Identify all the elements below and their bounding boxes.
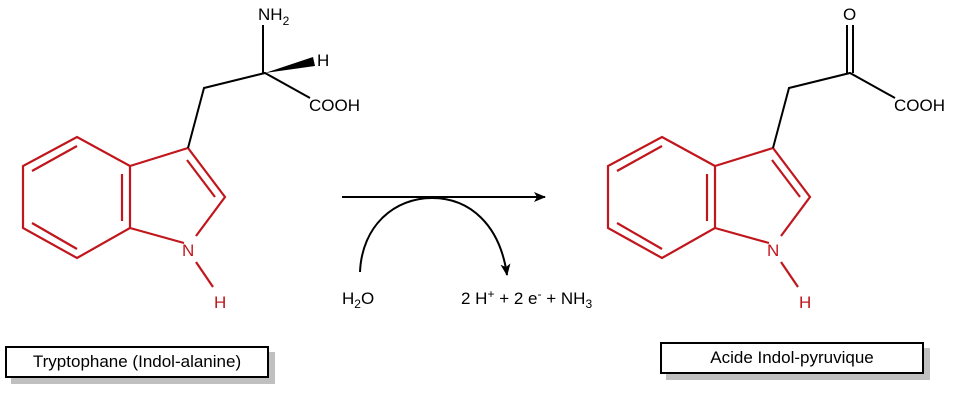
indole-ring [21, 135, 227, 288]
stereo-wedge [265, 57, 315, 73]
product-nh-hydrogen-label: H [799, 293, 811, 312]
ketone-oxygen-label: O [843, 5, 856, 24]
reactant-acid-label: COOH [309, 96, 360, 115]
water-label: H2O [342, 289, 374, 311]
tryptophan-structure: N H NH2 H COOH [21, 5, 360, 312]
alpha-hydrogen-label: H [317, 51, 329, 70]
byproducts-label: 2 H+ + 2 e- + NH3 [461, 287, 592, 311]
reactant-nitrogen-label: N [182, 241, 194, 260]
reactant-name-box: Tryptophane (Indol-alanine) [5, 346, 269, 378]
reactant-nh-hydrogen-label: H [214, 293, 226, 312]
curved-arrow [359, 196, 511, 276]
indole-ring [606, 135, 812, 288]
side-chain [772, 25, 896, 149]
product-name-box: Acide Indol-pyruvique [660, 342, 924, 374]
amine-label: NH2 [258, 5, 290, 28]
indolepyruvic-structure: N H O COOH [606, 5, 945, 312]
side-chain [187, 25, 311, 149]
product-nitrogen-label: N [767, 241, 779, 260]
product-acid-label: COOH [894, 96, 945, 115]
